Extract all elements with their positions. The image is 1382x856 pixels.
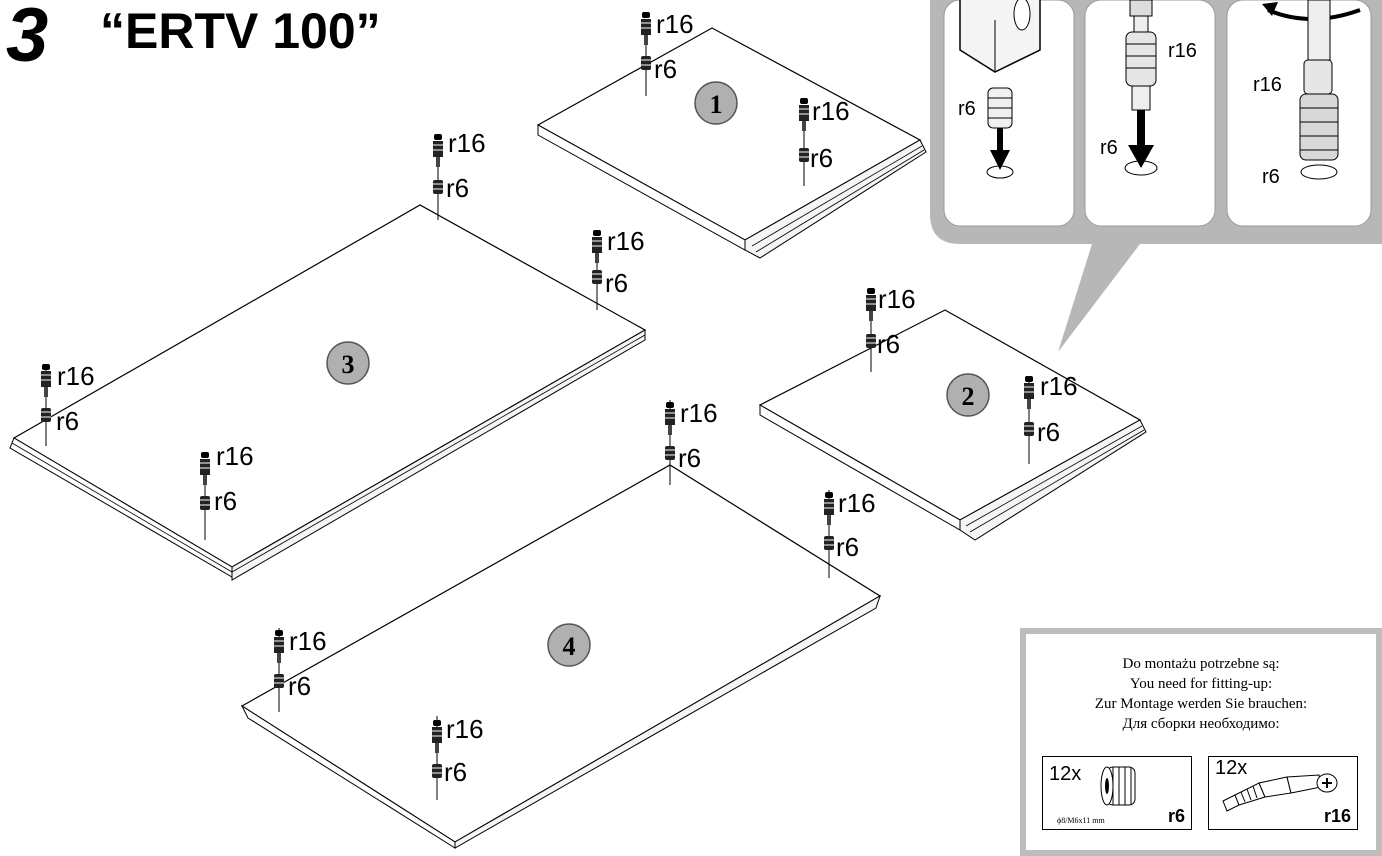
bolt-label: r16 [878, 284, 916, 314]
insert-label: r6 [678, 443, 701, 473]
bolt-label: r16 [656, 9, 694, 39]
bolt-part-icon [1222, 773, 1338, 812]
panel-3: 3 r16 r6 r16 r6 r16 r6 r16 r6 [9, 128, 647, 581]
insert-label: r6 [214, 486, 237, 516]
bolt-label: r16 [289, 626, 327, 656]
part-code: r16 [1323, 806, 1351, 826]
bolt-label: r16 [812, 96, 850, 126]
bolt-label: r16 [216, 441, 254, 471]
panel-number: 2 [962, 382, 975, 411]
detail-insert-label-3: r6 [1262, 166, 1280, 188]
insert-label: r6 [810, 143, 833, 173]
bolt-label: r16 [446, 714, 484, 744]
part-spec: ϕ8/M6x11 mm [1057, 816, 1105, 825]
requirements-line-en: You need for fitting-up: [1129, 676, 1273, 692]
detail-insert-label: r6 [958, 98, 976, 120]
insert-part-icon [1100, 766, 1136, 806]
requirements-line-de: Zur Montage werden Sie brauchen: [1094, 696, 1308, 712]
requirements-box: Do montażu potrzebne są: You need for fi… [1020, 628, 1382, 856]
insert-label: r6 [836, 532, 859, 562]
detail-callout: r6 r16 r6 [930, 0, 1382, 352]
panel-2: 2 r16 r6 r16 r6 [758, 284, 1147, 541]
bolt-label: r16 [838, 488, 876, 518]
requirements-text: Do montażu potrzebne są: You need for fi… [1026, 654, 1376, 734]
requirements-line-pl: Do montażu potrzebne są: [1122, 656, 1280, 672]
panel-number: 4 [563, 632, 576, 661]
insert-label: r6 [56, 406, 79, 436]
panel-1: 1 r16 r6 r16 r6 [536, 9, 927, 259]
detail-insert-label-2: r6 [1100, 137, 1118, 159]
bolt-label: r16 [1040, 371, 1078, 401]
part-qty: 12x [1215, 757, 1248, 779]
panel-number: 1 [710, 90, 723, 119]
detail-bolt-label: r16 [1168, 40, 1197, 62]
panel-4: 4 r16 r6 r16 r6 r16 r6 r16 r6 [240, 398, 882, 849]
bolt-label: r16 [680, 398, 718, 428]
bolt-label: r16 [448, 128, 486, 158]
insert-label: r6 [288, 671, 311, 701]
part-code: r6 [1167, 806, 1185, 826]
insert-label: r6 [654, 54, 677, 84]
step-number: 3 [6, 0, 49, 78]
bolt-label: r16 [607, 226, 645, 256]
part-qty: 12x [1049, 763, 1082, 785]
detail-step-3: r16 r6 [1253, 0, 1361, 188]
insert-label: r6 [444, 757, 467, 787]
detail-bolt-label-3: r16 [1253, 74, 1282, 96]
insert-label: r6 [446, 173, 469, 203]
part-bolt-box: 12x r16 [1208, 756, 1358, 830]
insert-label: r6 [605, 268, 628, 298]
product-title: “ERTV 100” [100, 3, 381, 59]
part-insert-box: 12x ϕ8/M6x11 mm r6 [1042, 756, 1192, 830]
panel-number: 3 [342, 350, 355, 379]
detail-step-1: r6 [958, 0, 1041, 179]
insert-label: r6 [877, 329, 900, 359]
insert-label: r6 [1037, 417, 1060, 447]
requirements-line-ru: Для сборки необходимо: [1122, 716, 1280, 732]
bolt-label: r16 [57, 361, 95, 391]
detail-step-2: r16 r6 [1100, 0, 1197, 176]
